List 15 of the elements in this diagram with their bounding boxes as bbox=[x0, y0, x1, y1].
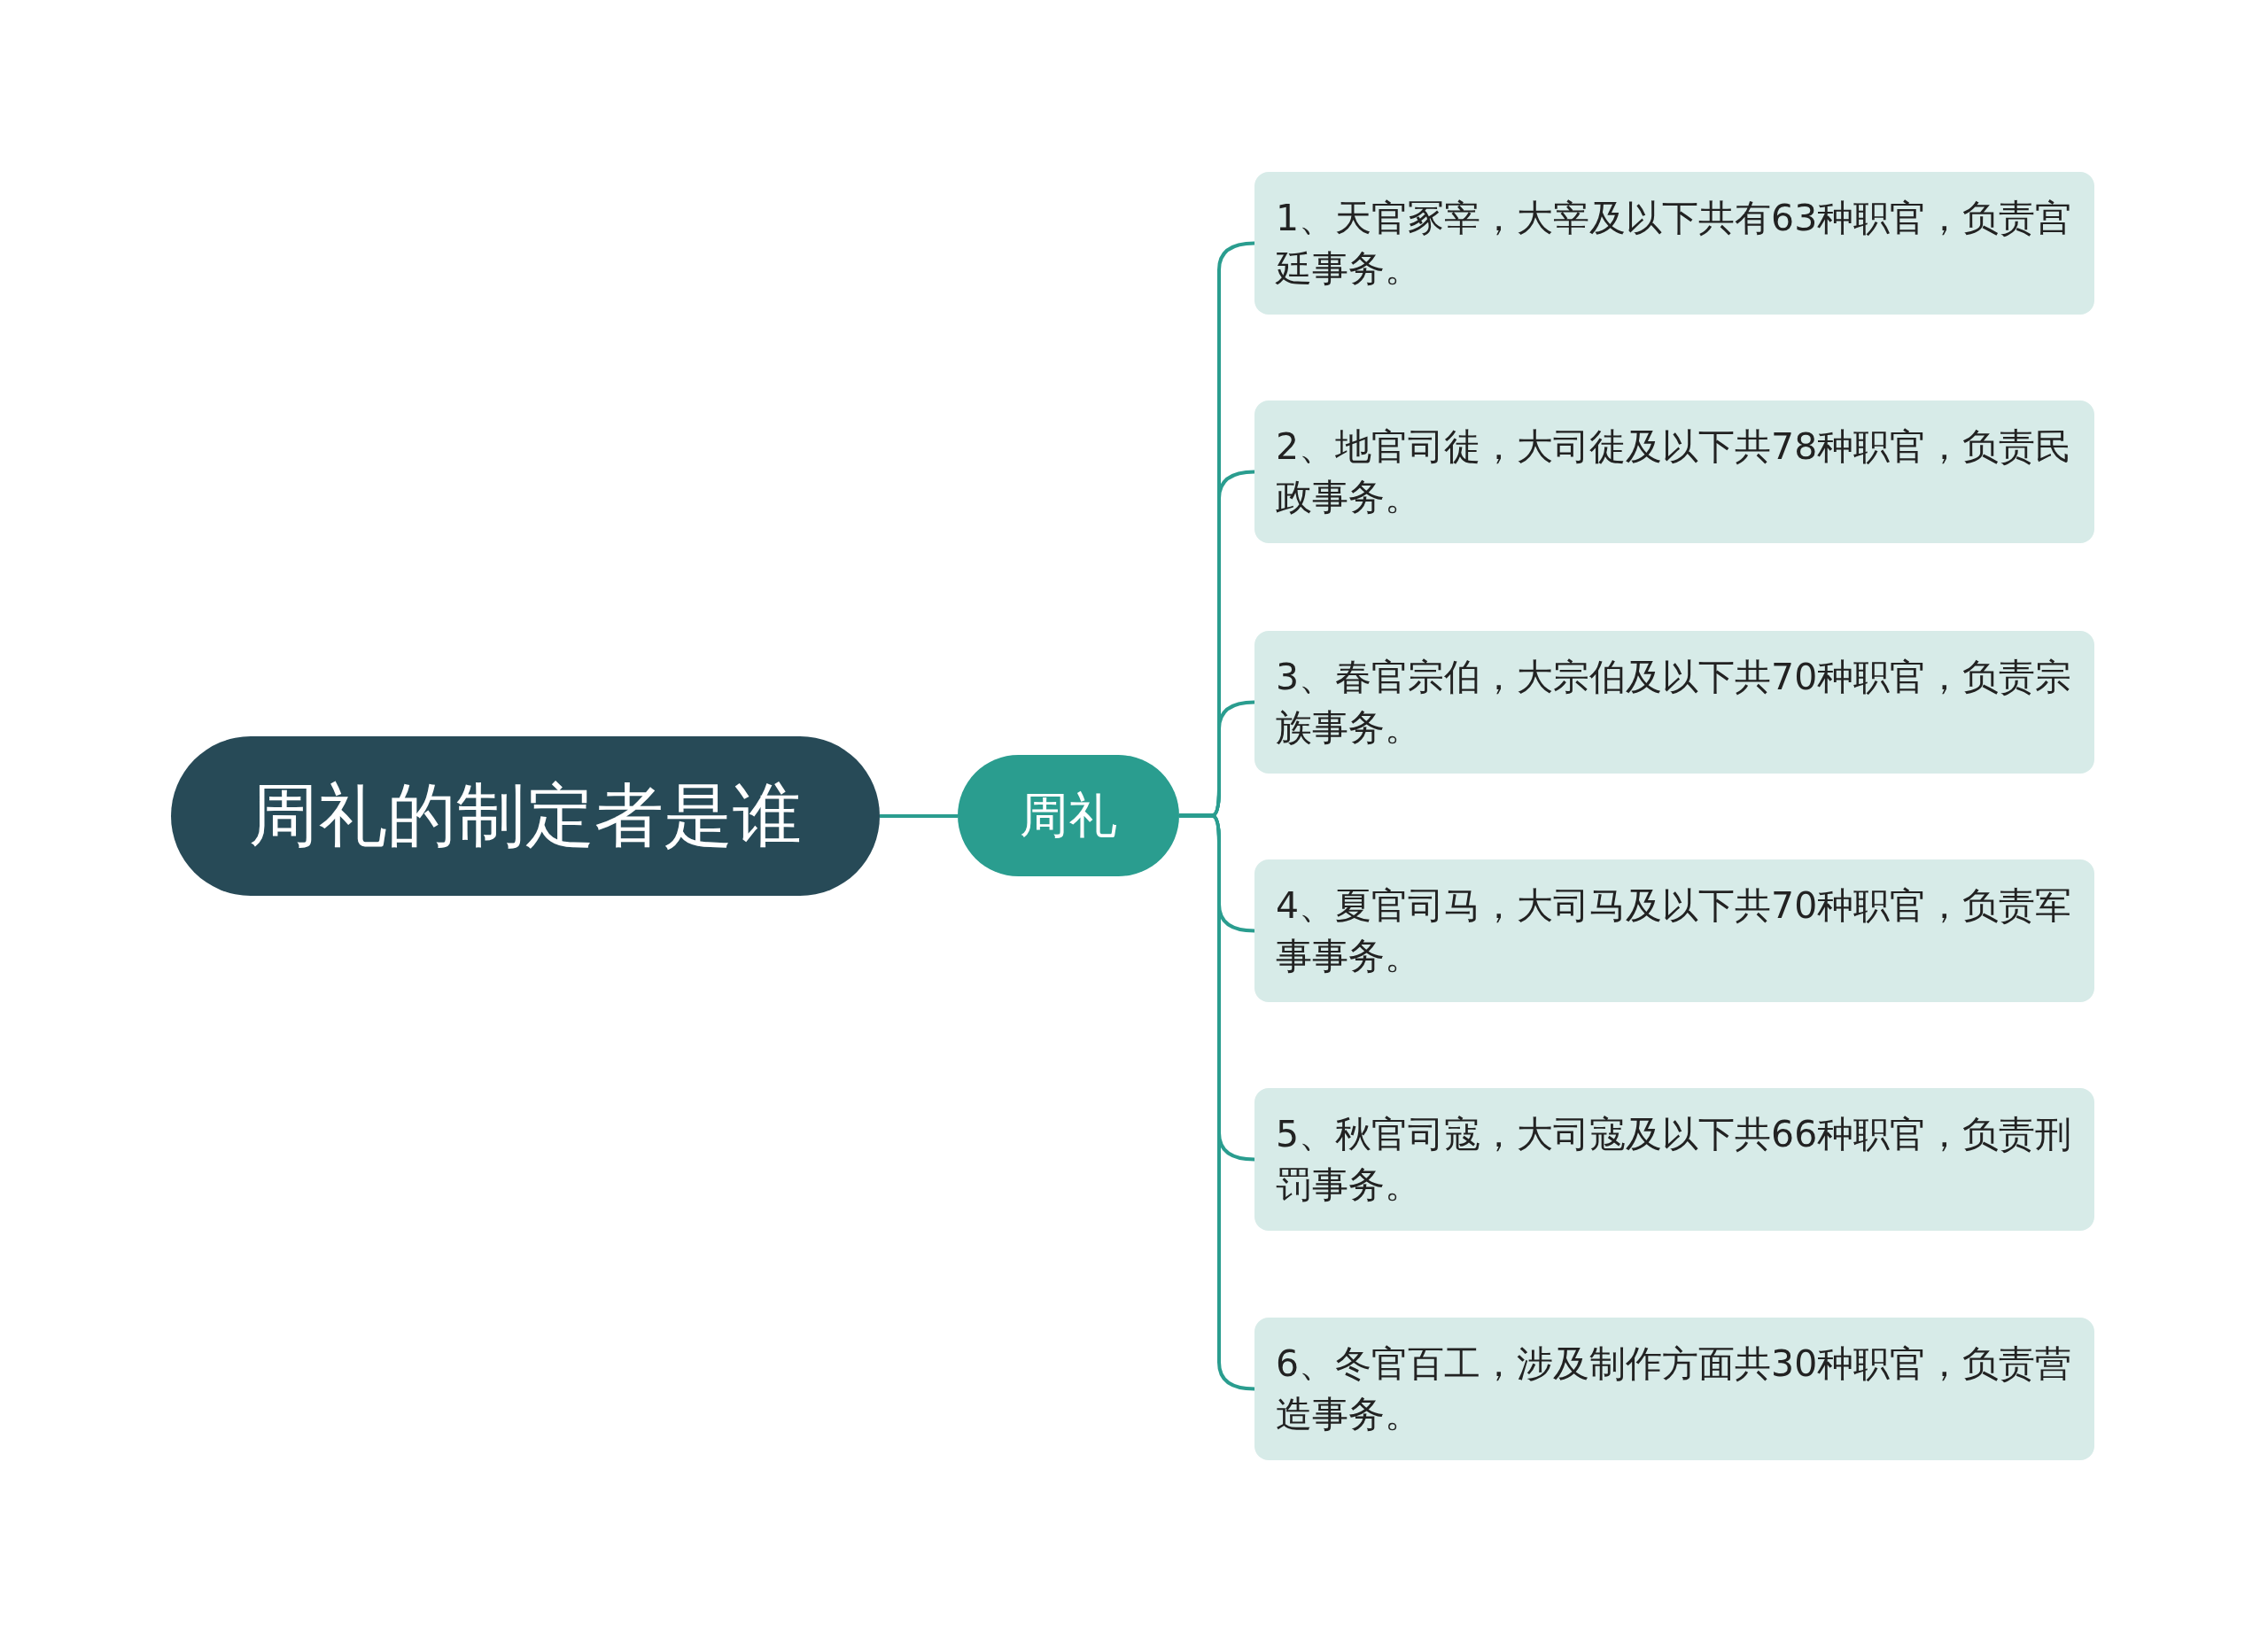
topic-title: 周礼的制定者是谁 bbox=[249, 774, 802, 857]
branch-label: 周礼 bbox=[1020, 785, 1117, 845]
detail-text: 1、天官冢宰，大宰及以下共有63种职官，负责宫廷事务。 bbox=[1276, 195, 2073, 292]
detail-box bbox=[1254, 631, 2094, 774]
detail-text: 6、冬官百工，涉及制作方面共30种职官，负责营造事务。 bbox=[1276, 1341, 2073, 1437]
detail-text: 4、夏官司马，大司马及以下共70种职官，负责军事事务。 bbox=[1276, 883, 2073, 979]
detail-box bbox=[1254, 400, 2094, 543]
detail-text: 5、秋官司寇，大司寇及以下共66种职官，负责刑罚事务。 bbox=[1276, 1111, 2073, 1208]
detail-text: 2、地官司徒，大司徒及以下共78种职官，负责民政事务。 bbox=[1276, 424, 2073, 520]
detail-box bbox=[1254, 1088, 2094, 1231]
detail-box bbox=[1254, 859, 2094, 1002]
connector-line bbox=[880, 814, 958, 818]
detail-box bbox=[1254, 1318, 2094, 1460]
detail-box bbox=[1254, 172, 2094, 315]
detail-text: 3、春官宗伯，大宗伯及以下共70种职官，负责宗族事务。 bbox=[1276, 654, 2073, 750]
